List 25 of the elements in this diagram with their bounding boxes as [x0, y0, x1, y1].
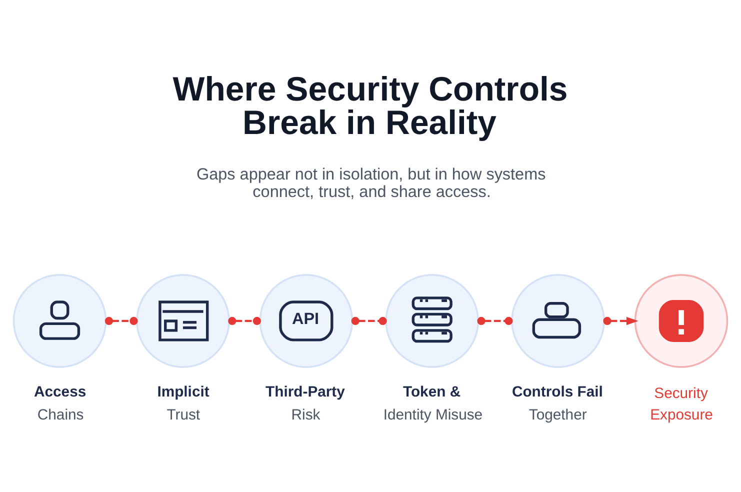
node-circle: [385, 274, 480, 368]
node-label: Trust: [166, 407, 200, 424]
node-label: Access: [34, 384, 86, 400]
node-label: Chains: [37, 407, 84, 424]
connector: [351, 316, 387, 325]
node-label: Risk: [291, 407, 320, 424]
node-circle: [136, 274, 230, 368]
node-label: Together: [528, 407, 587, 424]
caption: Gaps appear not in isolation, but in how systems connect, trust, and share access.: [196, 165, 546, 201]
node-label: Exposure: [650, 407, 713, 424]
node-label: Token &: [402, 384, 461, 400]
node-label: Security: [654, 385, 708, 402]
node-circle: [634, 274, 728, 368]
node-label: Implicit: [157, 384, 210, 400]
node-label: Controls Fail: [512, 384, 603, 400]
node-label: Third-Party: [266, 384, 345, 400]
arrow: [603, 316, 638, 325]
connector: [104, 316, 138, 325]
node-circle: [511, 274, 605, 368]
diagram-title: Where Security Controls Break in Reality: [172, 70, 568, 142]
node-label: Identity Misuse: [383, 407, 483, 424]
connector: [228, 316, 261, 325]
connector: [477, 316, 513, 325]
node-circle: API: [259, 274, 354, 368]
node-circle: [12, 274, 107, 368]
